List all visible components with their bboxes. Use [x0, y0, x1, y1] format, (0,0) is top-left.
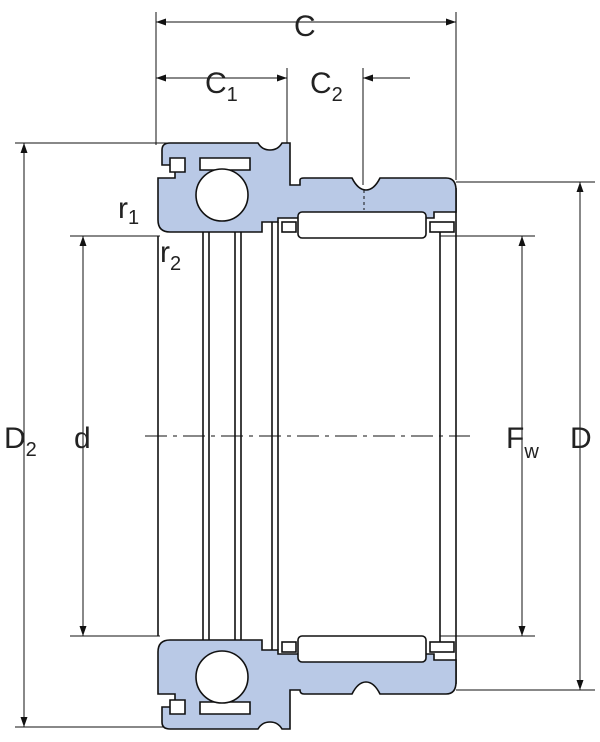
- label-r2: r2: [160, 236, 181, 275]
- needle-cage-right-top: [429, 221, 455, 233]
- label-C2: C2: [310, 67, 343, 106]
- dimension-lines: [20, 18, 584, 727]
- needle-cage-left-top: [281, 221, 297, 233]
- label-d: d: [74, 422, 91, 455]
- label-C: C: [294, 10, 316, 43]
- label-r1: r1: [118, 192, 139, 229]
- needle-roller-top: [297, 211, 427, 239]
- label-Fw: Fw: [506, 422, 539, 463]
- label-C1: C1: [205, 67, 238, 106]
- shaft-washer-top-left: [169, 157, 186, 173]
- label-D2: D2: [4, 422, 37, 461]
- needle-roller-bottom: [297, 635, 427, 663]
- extension-lines: [15, 12, 595, 728]
- label-D: D: [570, 422, 592, 455]
- shaft-washer-bottom-left: [169, 699, 186, 715]
- cage-bottom: [199, 701, 251, 715]
- cage-top: [199, 157, 251, 171]
- needle-cage-left-bottom: [281, 641, 297, 653]
- top-section: [157, 142, 457, 239]
- ball-bottom: [195, 650, 249, 704]
- bottom-section: [157, 635, 457, 730]
- ball-top: [195, 168, 249, 222]
- needle-cage-right-bottom: [429, 641, 455, 653]
